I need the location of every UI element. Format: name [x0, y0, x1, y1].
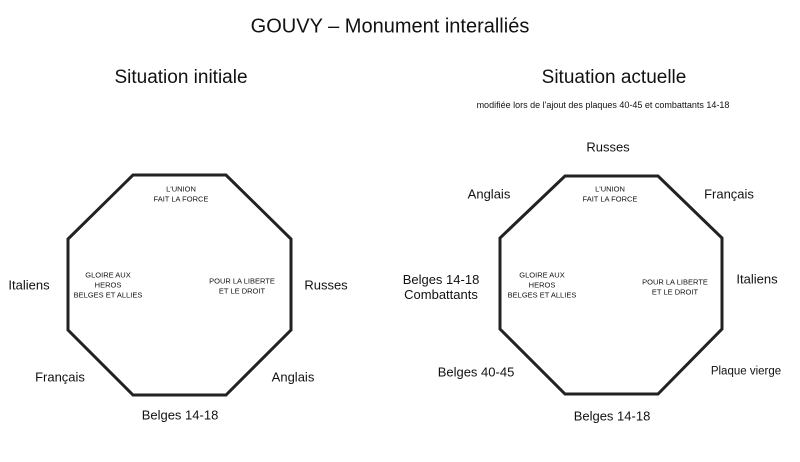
face-right: Italiens — [736, 271, 778, 287]
face-bottom: Belges 14-18 — [141, 407, 219, 423]
octagon-initial — [66, 173, 293, 397]
face-bottom-right: Anglais — [271, 369, 315, 385]
face-left: Italiens — [8, 277, 50, 293]
heading-initial: Situation initiale — [114, 67, 248, 89]
face-bottom-left: Français — [35, 369, 85, 385]
face-top-right: Français — [704, 186, 754, 202]
face-top: Russes — [586, 139, 630, 155]
heading-current: Situation actuelle — [541, 67, 687, 89]
page-title: GOUVY – Monument interalliés — [250, 15, 530, 38]
heading-note: modifiée lors de l'ajout des plaques 40-… — [476, 99, 730, 110]
face-right: Russes — [304, 277, 348, 293]
face-top-left: Anglais — [467, 186, 511, 202]
octagon-current — [498, 174, 724, 396]
face-bottom: Belges 14-18 — [573, 408, 651, 424]
face-bottom-right: Plaque vierge — [710, 365, 782, 378]
face-bottom-left: Belges 40-45 — [437, 364, 515, 380]
